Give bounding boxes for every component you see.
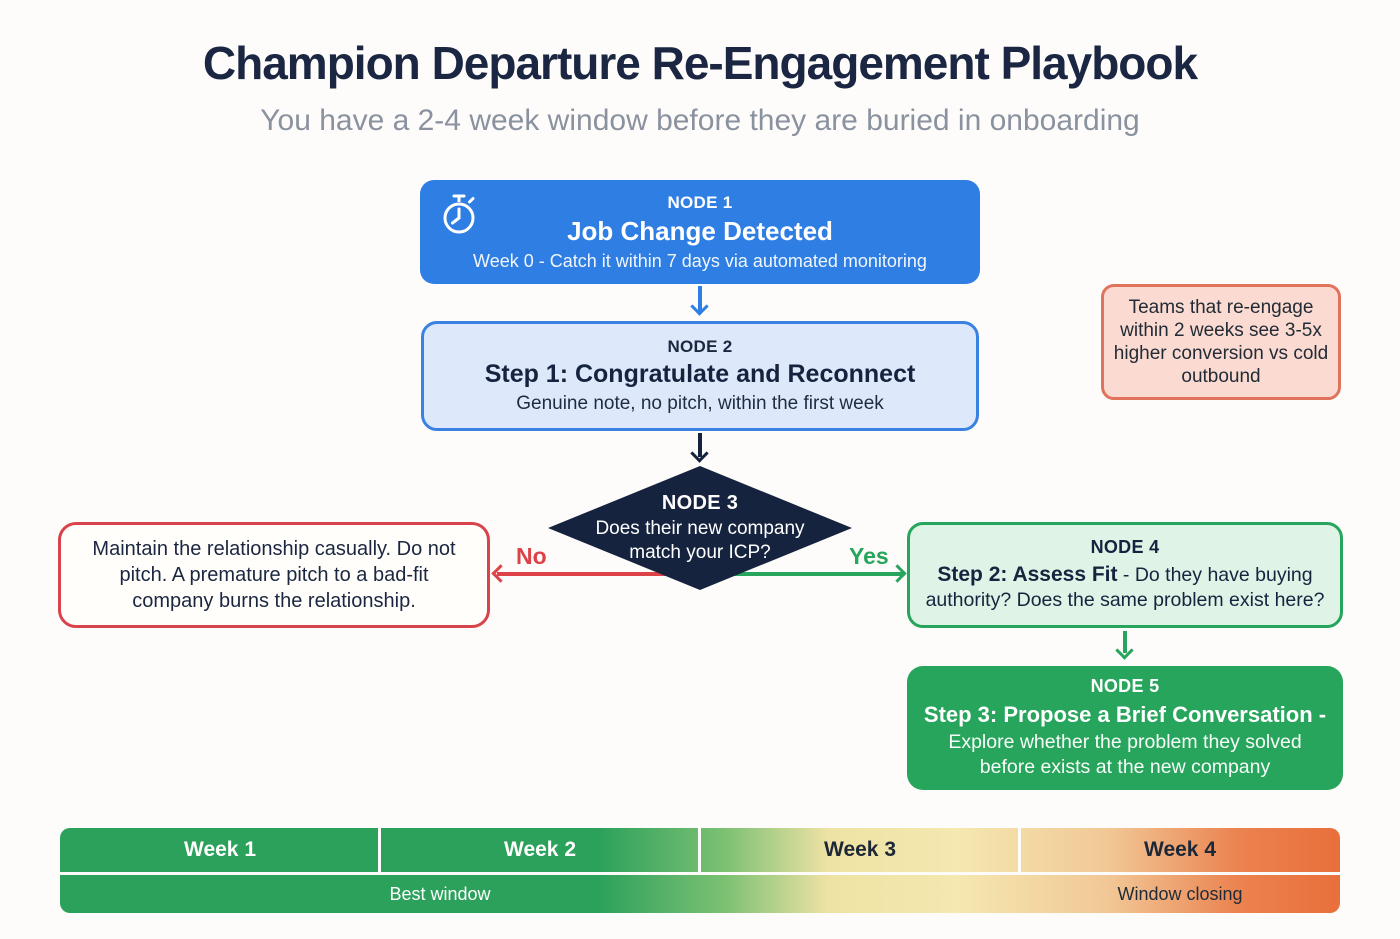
timeline-week3-cell: Week 3	[824, 838, 896, 861]
timeline-weeks-row: Week 1 Week 2 Week 3 Week 4	[60, 828, 1340, 872]
timeline-best-window-label: Best window	[389, 883, 491, 904]
node3-label: NODE 3	[661, 491, 739, 514]
arrow-node4-node5	[1123, 631, 1127, 653]
node5-title-rest: Explore whether the problem they solved …	[948, 730, 1302, 778]
node4-title-rest: - Do they have buying authority? Does th…	[925, 563, 1325, 611]
node1-label: NODE 1	[667, 192, 733, 212]
node1-card: NODE 1 Job Change Detected Week 0 - Catc…	[420, 180, 980, 284]
yes-branch-arrow	[700, 572, 903, 576]
node5-card: NODE 5 Step 3: Propose a Brief Conversat…	[907, 666, 1343, 790]
node1-subtitle: Week 0 - Catch it within 7 days via auto…	[473, 250, 927, 271]
no-outcome-text: Maintain the relationship casually. Do n…	[92, 538, 456, 612]
node3-question: Does their new company match your ICP?	[595, 517, 805, 563]
node5-label: NODE 5	[1090, 676, 1160, 697]
page-title: Champion Departure Re-Engagement Playboo…	[202, 37, 1198, 89]
timeline-window-row: Best window Window closing	[60, 875, 1340, 913]
node1-title: Job Change Detected	[567, 215, 833, 246]
no-branch-arrow-head	[491, 564, 510, 583]
arrow-node1-node2-head	[690, 297, 709, 316]
node5-text: Step 3: Propose a Brief Conversation - E…	[921, 701, 1329, 779]
yes-branch-arrow-head	[888, 564, 907, 583]
yes-branch-label: Yes	[849, 543, 889, 569]
stopwatch-icon	[438, 192, 480, 243]
timeline-divider	[378, 828, 381, 872]
arrow-node2-node3	[698, 433, 702, 457]
timeline-divider	[1018, 828, 1021, 872]
timeline-week1-cell: Week 1	[184, 838, 256, 861]
node4-title-bold: Step 2: Assess Fit	[937, 562, 1118, 586]
conversion-callout-text: Teams that re-engage within 2 weeks see …	[1113, 296, 1329, 388]
arrow-node4-node5-head	[1115, 641, 1134, 660]
node4-card: NODE 4 Step 2: Assess Fit - Do they have…	[907, 522, 1343, 628]
timeline-window-closing-label: Window closing	[1117, 883, 1243, 904]
timeline-week4-cell: Week 4	[1144, 838, 1216, 861]
node4-label: NODE 4	[1090, 536, 1160, 557]
node2-label: NODE 2	[667, 337, 733, 356]
node2-subtitle: Genuine note, no pitch, within the first…	[516, 393, 884, 414]
node5-title-bold: Step 3: Propose a Brief Conversation -	[923, 702, 1327, 728]
node2-title: Step 1: Congratulate and Reconnect	[484, 360, 916, 388]
timeline-divider	[698, 828, 701, 872]
arrow-node2-node3-head	[690, 444, 709, 463]
no-branch-arrow	[497, 572, 702, 576]
node4-text: Step 2: Assess Fit - Do they have buying…	[920, 561, 1330, 614]
node2-card: NODE 2 Step 1: Congratulate and Reconnec…	[421, 321, 979, 431]
page-subtitle: You have a 2-4 week window before they a…	[260, 104, 1140, 137]
no-branch-label: No	[516, 543, 547, 569]
no-outcome-card: Maintain the relationship casually. Do n…	[58, 522, 490, 628]
timeline-week2-cell: Week 2	[504, 838, 576, 861]
conversion-callout-card: Teams that re-engage within 2 weeks see …	[1101, 284, 1341, 400]
arrow-node1-node2	[698, 286, 702, 312]
